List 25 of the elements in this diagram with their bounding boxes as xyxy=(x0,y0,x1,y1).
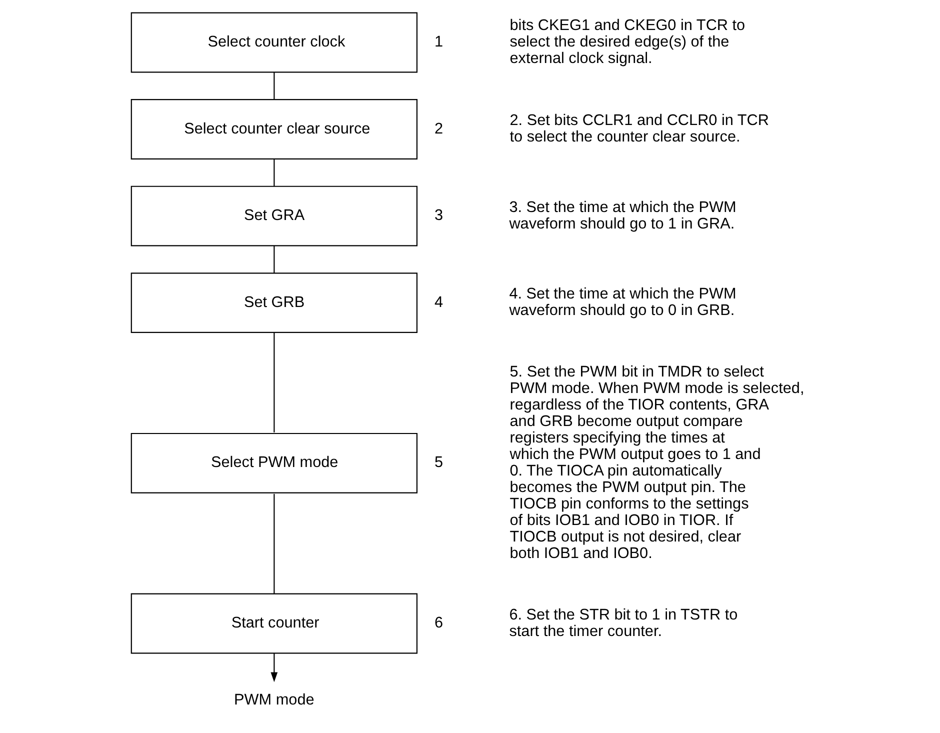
label: 5. Set the PWM bit in TMDR to select PWM mode. When PWM mode is selected, regardless of the TIOR contents, GRA and GRB become output compare registers specifying the times at which the PWM output goes to 1 and 0. The TIOCA pin automatically becomes the PWM output pin. The TIOCB pin conforms to the settings of bits IOB1 and IOB0 in TIOR. If TIOCB output is not desired, clear both IOB1 and IOB0. xyxy=(509,364,804,562)
connector xyxy=(273,246,274,274)
label: 4. Set the time at which the PWM waveform should go to 0 in GRB. xyxy=(508,286,736,320)
node-box: Set GRA xyxy=(130,186,417,246)
node-label: 6 xyxy=(434,614,443,632)
label: 3. Set the time at which the PWM waveform should go to 1 in GRA. xyxy=(508,198,736,232)
node-label: 2 xyxy=(434,120,443,138)
node-label: 4 xyxy=(434,294,443,311)
label: 6. Set the STR bit to 1 in TSTR to start the timer counter. xyxy=(508,606,738,640)
connector xyxy=(273,332,274,432)
node-text: PWM mode xyxy=(234,691,314,708)
label: bits CKEG1 and CKEG0 in TCR to select the desired edge(s) of the external clock signal. xyxy=(509,17,745,68)
connector xyxy=(273,494,274,594)
node-box: Set GRB xyxy=(130,272,417,333)
node-box: Select counter clock xyxy=(130,12,417,73)
node-box: Select counter clear source xyxy=(130,99,417,160)
node-label: 5 xyxy=(434,454,443,472)
node-label: 3 xyxy=(434,207,443,224)
node-box: Start counter xyxy=(130,593,417,654)
node-label: 1 xyxy=(434,34,443,51)
arrow xyxy=(270,653,278,682)
node-box: Select PWM mode xyxy=(130,432,417,494)
connector xyxy=(273,158,274,186)
label: 2. Set bits CCLR1 and CCLR0 in TCR to select the counter clear source. xyxy=(509,112,768,146)
connector xyxy=(273,72,274,100)
